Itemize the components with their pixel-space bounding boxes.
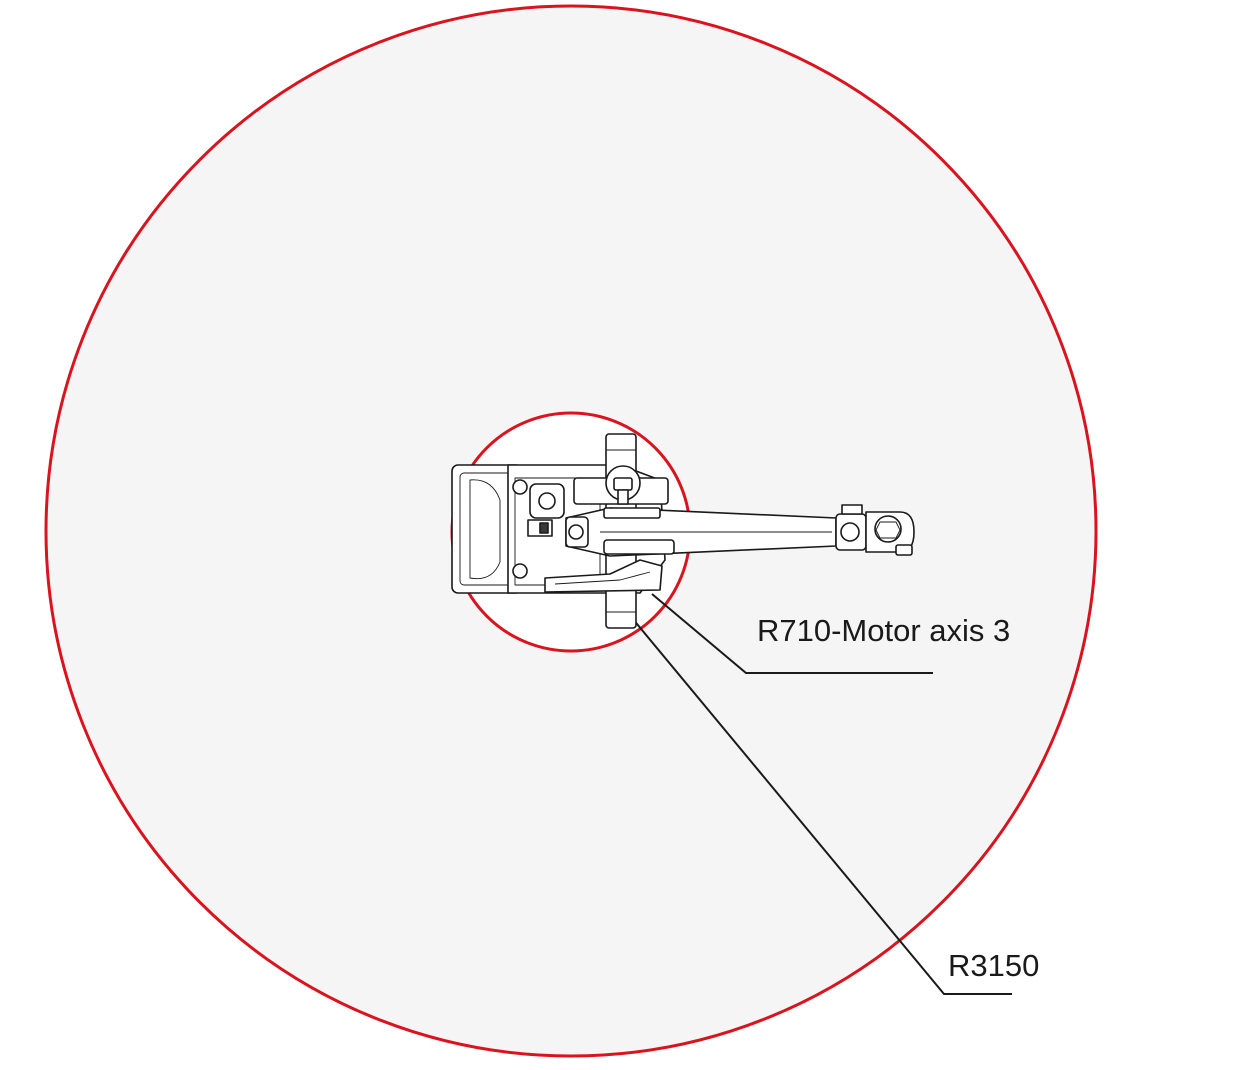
outer-radius-label: R3150 (948, 948, 1039, 983)
robot-flange (874, 515, 902, 543)
robot-top-view (451, 433, 915, 629)
inner-radius-label: R710-Motor axis 3 (757, 613, 1010, 648)
leader-line-outer (631, 617, 1012, 995)
leader-line-inner (651, 593, 933, 674)
